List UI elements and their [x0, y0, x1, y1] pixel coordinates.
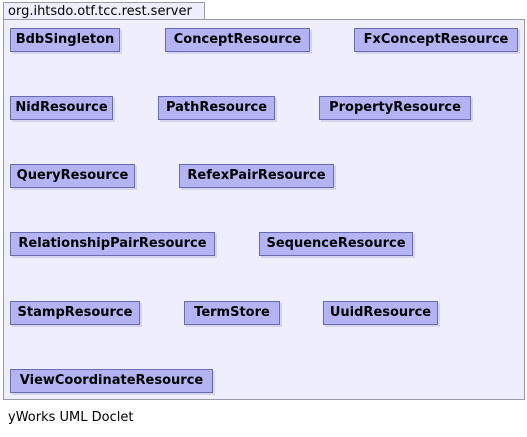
package-body — [3, 19, 525, 400]
class-box-property-resource[interactable]: PropertyResource — [319, 96, 471, 120]
class-box-nid-resource[interactable]: NidResource — [10, 96, 113, 120]
class-box-bdb-singleton[interactable]: BdbSingleton — [10, 28, 120, 52]
class-box-concept-resource[interactable]: ConceptResource — [165, 28, 310, 52]
class-box-uuid-resource[interactable]: UuidResource — [323, 301, 438, 325]
footer-text: yWorks UML Doclet — [8, 410, 134, 425]
class-box-query-resource[interactable]: QueryResource — [10, 164, 135, 188]
class-box-refex-pair-resource[interactable]: RefexPairResource — [179, 164, 334, 188]
class-box-term-store[interactable]: TermStore — [184, 301, 280, 325]
class-box-fx-concept-resource[interactable]: FxConceptResource — [354, 28, 518, 52]
package-tab: org.ihtsdo.otf.tcc.rest.server — [3, 2, 205, 20]
class-box-view-coordinate-resource[interactable]: ViewCoordinateResource — [10, 369, 213, 393]
class-box-relationship-pair-resource[interactable]: RelationshipPairResource — [10, 232, 215, 256]
class-box-path-resource[interactable]: PathResource — [158, 96, 275, 120]
class-box-stamp-resource[interactable]: StampResource — [10, 301, 140, 325]
package-name: org.ihtsdo.otf.tcc.rest.server — [8, 4, 192, 19]
class-box-sequence-resource[interactable]: SequenceResource — [259, 232, 413, 256]
